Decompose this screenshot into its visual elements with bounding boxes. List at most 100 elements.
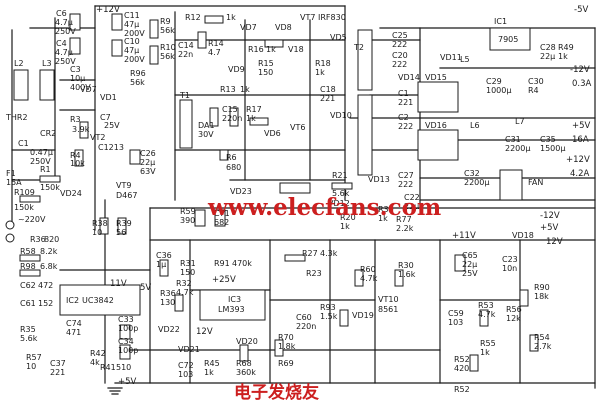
ic3-value: LM393 [218, 305, 245, 314]
rail-p11v: +11V [452, 231, 476, 241]
r77-label: R77 [396, 215, 412, 224]
r60-value: 4.7k [360, 274, 378, 283]
rail-p5v-mid: +5V [540, 223, 559, 233]
c25-value: 222 [392, 40, 407, 49]
c3-value: 10μ [70, 74, 85, 83]
c31-label: C31 [505, 135, 521, 144]
c33-value: 100p [118, 324, 138, 333]
c71-label: C71 [214, 209, 230, 218]
r35-label: R35 [20, 325, 36, 334]
r14-value: 4.7 [208, 48, 221, 57]
r52b-label: R52 [454, 385, 470, 394]
rail-p5v-bottom: +5V [118, 377, 137, 387]
da1-label: DA1 [198, 121, 215, 130]
c1b-label: C1 [398, 89, 409, 98]
r10-label: R10 [160, 43, 176, 52]
r30-label: R30 [398, 261, 414, 270]
vd11-label: VD11 [440, 53, 462, 62]
c60-label: C60 [296, 313, 312, 322]
r58-value: 8.2k [40, 247, 58, 256]
r30-value: 1.6k [398, 270, 416, 279]
c59-label: C59 [448, 309, 464, 318]
c11-value: 47μ [124, 20, 139, 29]
r58-label: R58 [20, 247, 36, 256]
ic2-label: IC2 [66, 296, 79, 305]
r3-label: R3 [70, 115, 81, 124]
vd21-label: VD21 [178, 345, 200, 354]
ic1-value: 7905 [498, 35, 518, 44]
r93-value: 1.5k [320, 312, 338, 321]
c30-label: C30 [528, 77, 544, 86]
r56-label: R56 [506, 305, 522, 314]
r36-label: R36 [30, 235, 46, 244]
l3-label: L3 [42, 59, 52, 68]
r17-label: R17 [246, 105, 262, 114]
v18-label: V18 [288, 45, 304, 54]
l7-label: L7 [515, 117, 525, 126]
c4-rating: 250V [55, 57, 76, 66]
c61-value: 152 [38, 299, 53, 308]
r56-value: 12k [506, 314, 521, 323]
r12-value: 1k [226, 13, 236, 22]
r77-value: 2.2k [396, 224, 414, 233]
r31-label: R31 [180, 259, 196, 268]
ac-input-label: ~220V [18, 215, 46, 224]
c29-value: 1000μ [486, 86, 511, 95]
f1-label: F1 [6, 169, 16, 178]
r4b-label: R4 [528, 86, 539, 95]
r21-label: R21 [332, 171, 348, 180]
r68-value: 360k [236, 368, 256, 377]
c10-rating: 200V [124, 55, 145, 64]
r18-label: R18 [315, 59, 331, 68]
c74-label: C74 [66, 319, 82, 328]
r70-value: 1.8k [278, 342, 296, 351]
r4-label: R4 [70, 151, 81, 160]
r45-value: 1k [204, 368, 214, 377]
rail-m12v-top-current: 0.3A [572, 79, 592, 89]
rail-ic2-5v: 5V [140, 283, 151, 293]
c6-value: 4.7μ [55, 18, 73, 27]
vd16-label: VD16 [425, 121, 447, 130]
c18-value: 221 [320, 94, 335, 103]
r20-value: 1k [340, 222, 350, 231]
c15-value: 220n [222, 114, 242, 123]
c20-label: C20 [392, 51, 408, 60]
r41-value: 510 [116, 363, 131, 372]
schematic-components [13, 13, 539, 372]
c7-label: C7 [100, 113, 111, 122]
r15-label: R15 [258, 59, 274, 68]
r45-label: R45 [204, 359, 220, 368]
r32-label: R32 [176, 279, 192, 288]
t2-label: T2 [353, 43, 364, 52]
cr2-label: CR2 [40, 129, 56, 138]
r1-value: 150k [40, 183, 60, 192]
c11-rating: 200V [124, 29, 145, 38]
c32-value: 2200μ [464, 178, 489, 187]
vd18-label: VD18 [512, 231, 534, 240]
c36-value: 1μ [156, 260, 166, 269]
r27-label: R27 [302, 249, 318, 258]
r30b-label: R30 [378, 205, 394, 214]
c23-value: 10n [502, 264, 517, 273]
r38-label: R38 [92, 219, 108, 228]
r38-value: 10 [92, 228, 102, 237]
vt10-label: VT10 [378, 295, 399, 304]
rail-p25v: +25V [212, 275, 236, 285]
c33-label: C33 [118, 315, 134, 324]
r42-value: 4k [90, 358, 100, 367]
r98-value: 6.8k [40, 262, 58, 271]
c1b-value: 221 [398, 98, 413, 107]
vd9-label: VD9 [228, 65, 245, 74]
r52-value: 420 [454, 364, 469, 373]
c10-value: 47μ [124, 46, 139, 55]
r96-label: R96 [130, 69, 146, 78]
r27-value: 4.3k [320, 249, 338, 258]
r39-value: 56 [116, 228, 126, 237]
r20-label: R20 [340, 213, 356, 222]
c22-label: C22 [404, 193, 420, 202]
c1-value: 0.47μ [30, 148, 53, 157]
vd19-label: VD19 [352, 311, 374, 320]
c3-label: C3 [70, 65, 81, 74]
c31-value: 2200μ [505, 144, 530, 153]
r70-label: R70 [278, 333, 294, 342]
